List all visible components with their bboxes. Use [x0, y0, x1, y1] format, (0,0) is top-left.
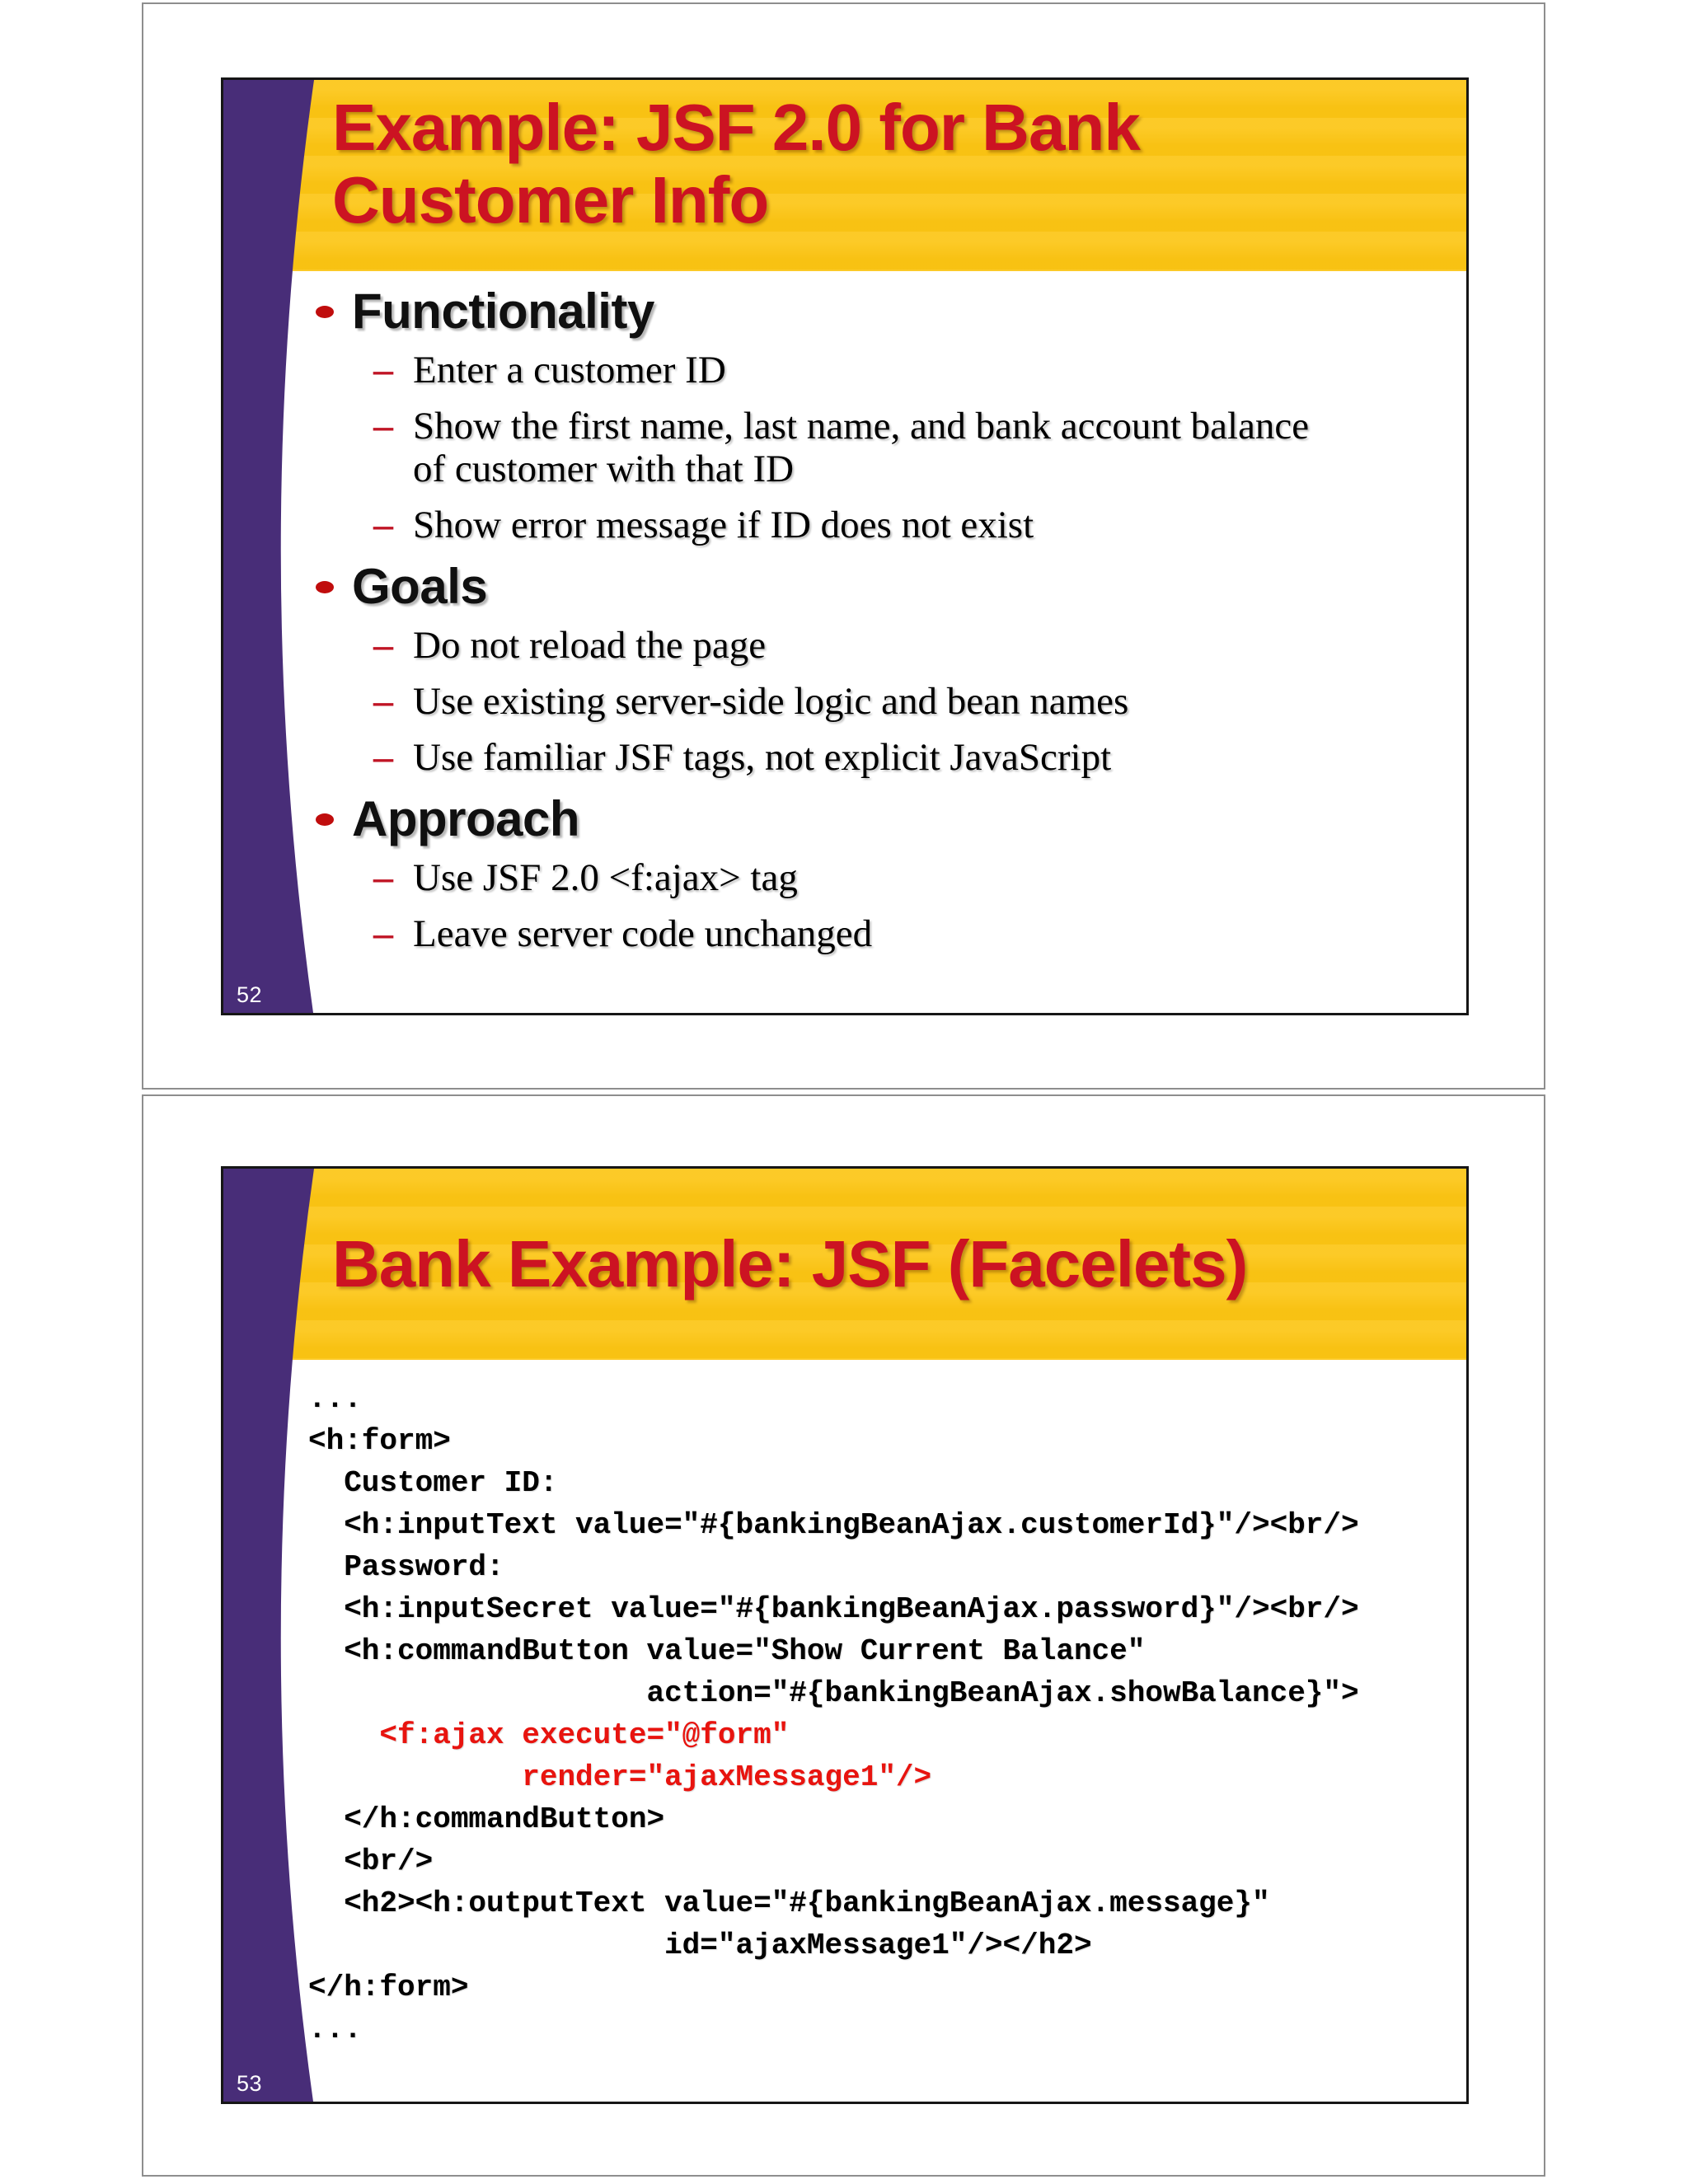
slide-number: 52 — [237, 982, 263, 1007]
sub-bullet: –Do not reload the page — [373, 623, 1447, 668]
code-block: ... <h:form> Customer ID: <h:inputText va… — [223, 1360, 1466, 2102]
sub-bullet-text: Enter a customer ID — [413, 349, 726, 391]
slide-body: Functionality–Enter a customer ID–Show t… — [223, 271, 1466, 1013]
code-line: <h:form> — [308, 1424, 451, 1458]
bullet-heading-label: Goals — [352, 559, 488, 614]
bullet-dot-icon — [316, 305, 334, 318]
sub-bullet-text: Show error message if ID does not exist — [413, 504, 1034, 546]
bullet-heading-label: Functionality — [352, 284, 654, 339]
dash-bullet-icon: – — [373, 912, 393, 955]
dash-bullet-icon: – — [373, 348, 393, 391]
sub-bullet-text: Use familiar JSF tags, not explicit Java… — [413, 736, 1112, 779]
sub-bullet: –Leave server code unchanged — [373, 912, 1447, 956]
page-53: Bank Example: JSF (Facelets) ... <h:form>… — [142, 1094, 1545, 2177]
code-line: <br/> — [308, 1844, 434, 1878]
bullet-heading: Approach — [316, 792, 1447, 846]
slide-53: Bank Example: JSF (Facelets) ... <h:form>… — [221, 1166, 1469, 2104]
sub-bullet: –Enter a customer ID — [373, 348, 1447, 392]
sub-bullet-text: Do not reload the page — [413, 624, 767, 667]
title-area: Bank Example: JSF (Facelets) — [223, 1169, 1466, 1360]
dash-bullet-icon: – — [373, 503, 393, 546]
sub-bullet-text: Show the first name, last name, and bank… — [413, 405, 1310, 490]
code-line: ... — [308, 2013, 362, 2046]
sub-bullet: –Show error message if ID does not exist — [373, 503, 1447, 547]
bullet-heading: Functionality — [316, 284, 1447, 339]
sub-bullet: –Use existing server-side logic and bean… — [373, 679, 1447, 724]
purple-ribbon-icon — [223, 1169, 318, 2102]
page-52: Example: JSF 2.0 for Bank Customer Info … — [142, 2, 1545, 1090]
code-line: </h:commandButton> — [308, 1802, 665, 1836]
code-line: <f:ajax execute="@form" — [308, 1718, 790, 1752]
slide-52: Example: JSF 2.0 for Bank Customer Info … — [221, 77, 1469, 1015]
sub-bullet-text: Leave server code unchanged — [413, 912, 873, 955]
dash-bullet-icon: – — [373, 623, 393, 667]
dash-bullet-icon: – — [373, 404, 393, 448]
dash-bullet-icon: – — [373, 679, 393, 723]
code-line: Customer ID: — [308, 1466, 558, 1500]
sub-bullet: –Use JSF 2.0 <f:ajax> tag — [373, 855, 1447, 900]
slide-title: Example: JSF 2.0 for Bank Customer Info — [332, 91, 1141, 237]
code-line: <h:inputSecret value="#{bankingBeanAjax.… — [308, 1592, 1359, 1626]
sub-bullet-text: Use existing server-side logic and bean … — [413, 680, 1129, 723]
slide-number: 53 — [237, 2071, 263, 2096]
sub-bullet: –Use familiar JSF tags, not explicit Jav… — [373, 735, 1447, 780]
dash-bullet-icon: – — [373, 735, 393, 779]
dash-bullet-icon: – — [373, 855, 393, 899]
code-line: </h:form> — [308, 1971, 469, 2004]
slide-title: Bank Example: JSF (Facelets) — [332, 1227, 1248, 1301]
sub-bullet-text: Use JSF 2.0 <f:ajax> tag — [413, 856, 798, 899]
bullet-heading-label: Approach — [352, 791, 580, 846]
title-band — [223, 80, 1466, 271]
bullet-dot-icon — [316, 813, 334, 826]
title-band — [223, 1169, 1466, 1360]
code-line: <h:commandButton value="Show Current Bal… — [308, 1634, 1146, 1668]
code-line: render="ajaxMessage1"/> — [308, 1760, 932, 1794]
bullet-dot-icon — [316, 580, 334, 593]
code-line: action="#{bankingBeanAjax.showBalance}"> — [308, 1676, 1359, 1710]
purple-ribbon-icon — [223, 80, 318, 1013]
code-line: id="ajaxMessage1"/></h2> — [308, 1929, 1092, 1962]
code-line: Password: — [308, 1550, 504, 1584]
bullet-heading: Goals — [316, 560, 1447, 614]
code-line: <h2><h:outputText value="#{bankingBeanAj… — [308, 1886, 1270, 1920]
code-line: <h:inputText value="#{bankingBeanAjax.cu… — [308, 1508, 1359, 1542]
title-area: Example: JSF 2.0 for Bank Customer Info — [223, 80, 1466, 271]
sub-bullet: –Show the first name, last name, and ban… — [373, 404, 1447, 491]
code-line: ... — [308, 1382, 362, 1416]
